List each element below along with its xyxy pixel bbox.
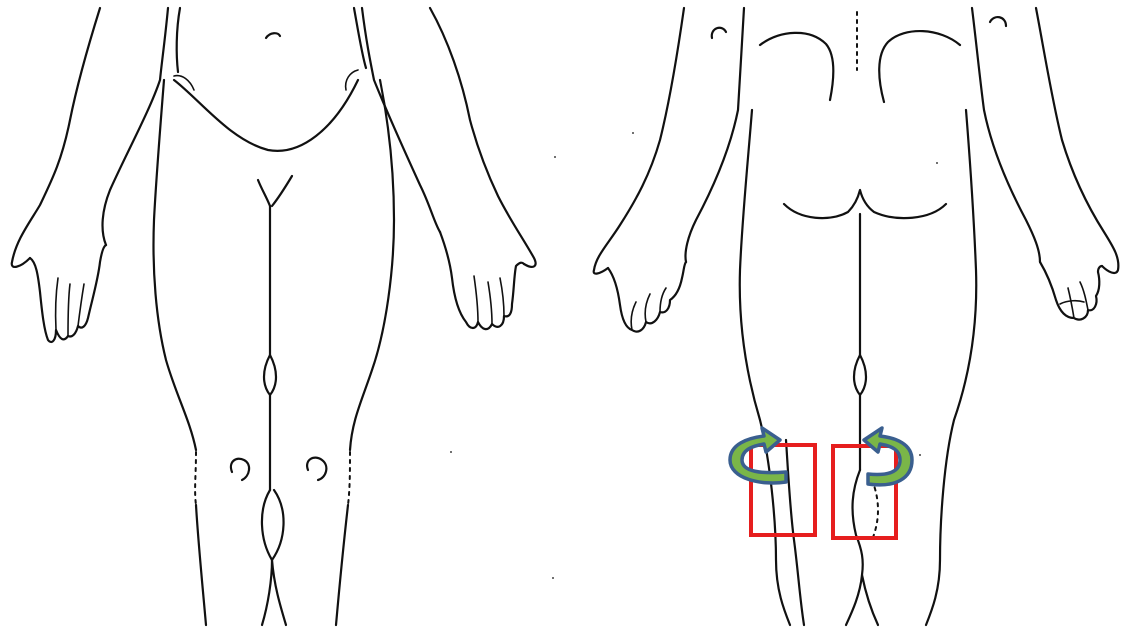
back-right-leg-outer bbox=[926, 110, 976, 625]
back-left-hand bbox=[608, 262, 686, 332]
left-knee-red-box bbox=[751, 445, 815, 535]
front-inner-leg-bottom bbox=[262, 560, 286, 625]
back-left-leg-outer bbox=[740, 110, 790, 625]
front-right-leg-outer-lower bbox=[348, 452, 350, 505]
back-left-arm-inner bbox=[685, 8, 744, 262]
front-right-kneecap bbox=[307, 458, 326, 480]
back-popliteal-lower bbox=[853, 470, 863, 575]
left-rotation-arrow bbox=[730, 428, 786, 483]
front-right-arm-inner bbox=[362, 8, 440, 232]
front-right-leg-outer bbox=[350, 80, 394, 450]
front-hip-right-mark bbox=[346, 70, 358, 90]
back-left-arm-outline bbox=[594, 8, 684, 274]
speck bbox=[554, 156, 556, 158]
speck bbox=[450, 451, 452, 453]
front-left-arm-inner bbox=[103, 8, 168, 245]
front-groin-curve bbox=[174, 80, 358, 151]
back-right-finger-lines bbox=[1060, 282, 1088, 318]
front-left-arm-outline bbox=[12, 8, 100, 267]
front-navel bbox=[266, 33, 280, 38]
front-right-hand bbox=[440, 232, 524, 329]
back-right-hand bbox=[1040, 262, 1102, 320]
back-popliteal-dash bbox=[872, 480, 878, 540]
back-left-scapula bbox=[760, 33, 833, 100]
front-left-leg-outer-lower bbox=[195, 452, 196, 505]
annotation-markers bbox=[730, 428, 912, 538]
front-right-finger-lines bbox=[474, 276, 504, 324]
back-inner-leg-bottom bbox=[846, 575, 878, 625]
front-left-leg-outer bbox=[154, 80, 197, 450]
front-left-kneecap bbox=[231, 459, 249, 480]
right-rotation-arrow bbox=[864, 428, 912, 485]
front-crotch-y bbox=[258, 176, 292, 206]
back-buttocks-line bbox=[784, 190, 946, 218]
back-right-arm-inner bbox=[972, 8, 1040, 262]
speck bbox=[552, 577, 554, 579]
speck bbox=[632, 132, 634, 134]
back-right-elbow-mark bbox=[990, 17, 1006, 26]
back-left-elbow-mark bbox=[712, 28, 726, 38]
front-torso-left-side bbox=[177, 8, 180, 72]
front-knee-diamond-lower bbox=[262, 490, 284, 560]
front-right-arm-outline bbox=[430, 8, 536, 267]
back-right-scapula bbox=[879, 31, 960, 102]
back-knee-diamond-upper bbox=[854, 355, 866, 395]
front-right-leg-lower bbox=[336, 505, 348, 625]
front-body-figure bbox=[12, 8, 536, 625]
scan-specks bbox=[450, 132, 938, 579]
front-left-leg-lower bbox=[196, 505, 206, 625]
right-knee-red-box bbox=[833, 446, 896, 538]
back-left-calf-inner bbox=[786, 440, 804, 625]
back-right-arm-outline bbox=[1036, 8, 1118, 273]
back-body-figure bbox=[594, 8, 1119, 625]
front-knee-diamond-upper bbox=[264, 355, 276, 395]
speck bbox=[936, 162, 938, 164]
speck bbox=[919, 454, 921, 456]
